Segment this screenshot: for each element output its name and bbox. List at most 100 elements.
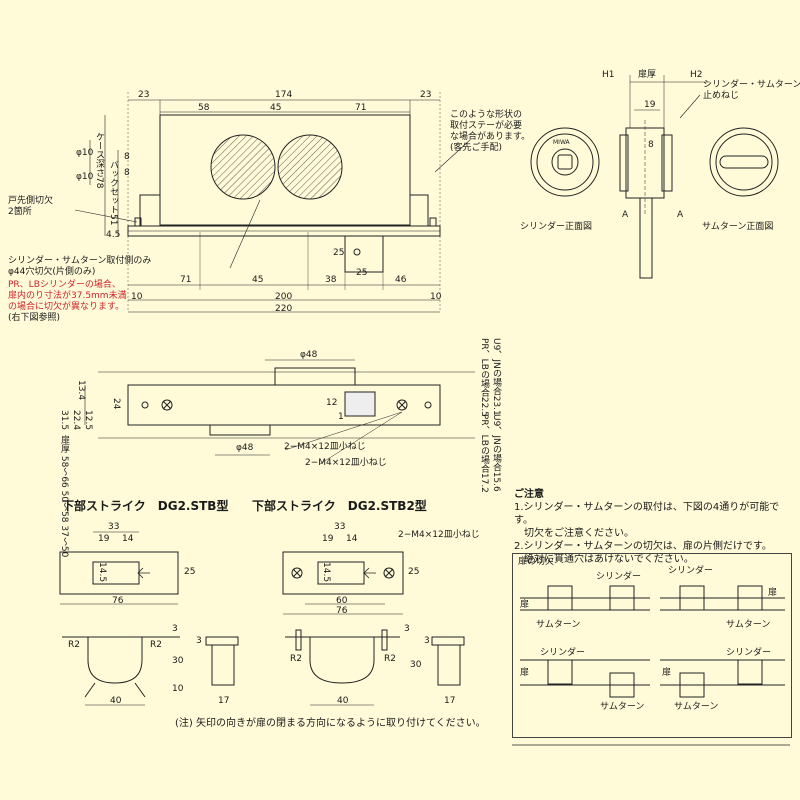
sec1-side-3: 3	[196, 636, 202, 646]
a-label-2: A	[677, 210, 684, 220]
dim-71: 71	[355, 103, 367, 113]
dim-71-bottom: 71	[180, 275, 192, 285]
sec2-side-3: 3	[424, 636, 430, 646]
sec1-side-17: 17	[218, 696, 230, 706]
right-dim-b-2: U9、JNの場合15.6	[491, 414, 501, 492]
box-door-3: 扉	[520, 668, 530, 678]
box-cyl-1: シリンダー	[596, 572, 642, 582]
box-thumb-1: サムターン	[536, 620, 581, 630]
cutout-diagrams	[520, 585, 785, 698]
dim-8-a: 8	[124, 152, 130, 162]
s1-dim-76: 76	[112, 596, 124, 606]
dim-10-right: 10	[430, 292, 442, 302]
caution-line-3: 2.シリンダー・サムターンの切欠は、扉の片側だけです。	[514, 541, 772, 552]
sec1-r2-left: R2	[68, 640, 80, 650]
sec1-dim-3: 3	[172, 624, 178, 634]
box-thumb-4: サムターン	[674, 702, 719, 712]
strike-stb-title: 下部ストライク DG2.STB型	[62, 499, 229, 513]
box-cyl-4: シリンダー	[726, 648, 772, 658]
s1-dim-14-5: 14.5	[97, 562, 107, 583]
strike-stb-plate	[59, 551, 179, 595]
screw-label-1: 2−M4×12皿小ねじ	[284, 442, 366, 452]
dim-13-4: 13.4	[76, 380, 86, 401]
sec1-r2-right: R2	[150, 640, 162, 650]
backset-label: バックセット51	[108, 160, 118, 226]
dim-220: 220	[275, 304, 293, 314]
dim-4-5: 4.5	[106, 230, 121, 240]
dim-58: 58	[198, 103, 210, 113]
phi48-bottom: φ48	[236, 443, 254, 453]
strike-note: (注) 矢印の向きが扉の閉まる方向になるように取り付けてください。	[175, 718, 486, 729]
stay-note-2: 取付ステーが必要	[450, 121, 523, 131]
dim-31-5: 31.5	[59, 410, 69, 431]
brand-mark: MIWA	[553, 139, 570, 146]
s2-dim-14-5: 14.5	[321, 562, 331, 583]
cylinder-hole-right	[277, 134, 343, 200]
cylinder-front-label: シリンダー正面図	[520, 222, 593, 232]
cutout-box	[512, 553, 792, 738]
cylinder-front-outer	[530, 127, 600, 197]
phi48-top: φ48	[300, 350, 318, 360]
right-dim-a-1: PR、LBの場合22.5	[479, 338, 489, 417]
door-edge-note-2: 2箇所	[8, 207, 32, 217]
box-door-4: 扉	[662, 668, 672, 678]
dim-25-horizontal: 25	[356, 268, 368, 278]
caution-line-1: 1.シリンダー・サムターンの取付は、下図の4通りが可能です。	[514, 502, 780, 526]
sec2-side-17: 17	[444, 696, 456, 706]
dim-46-bottom: 46	[395, 275, 407, 285]
strike-stb-section	[62, 636, 180, 684]
dim-1-mid: 1	[338, 412, 344, 422]
lock-case-outline	[159, 114, 411, 226]
h2-label: H2	[690, 70, 703, 80]
sec2-r2-left: R2	[290, 654, 302, 664]
box-thumb-2: サムターン	[726, 620, 771, 630]
dim-8-b: 8	[124, 168, 130, 178]
latch-face	[344, 391, 376, 417]
stay-note-4: (客先ご手配)	[450, 143, 503, 153]
dim-19-side: 19	[644, 100, 656, 110]
thumbturn-front-outer	[709, 127, 779, 197]
dim-23-left: 23	[138, 90, 150, 100]
dim-12-5: 12.5	[83, 410, 93, 431]
s2-dim-25: 25	[408, 567, 420, 577]
sec1-dim-10: 10	[172, 684, 184, 694]
dim-24: 24	[111, 398, 121, 410]
dim-38-bottom: 38	[325, 275, 337, 285]
strike-stb2-plate	[282, 551, 404, 595]
strike-stb2-section	[285, 636, 400, 684]
caution-line-2: 切欠をご注意ください。	[514, 528, 634, 539]
dim-phi10-a: φ10	[76, 148, 94, 158]
cyl-cut-note-2: φ44穴切欠(片側のみ)	[8, 267, 96, 277]
cylinder-hole-left	[210, 134, 276, 200]
box-cyl-2: シリンダー	[668, 566, 714, 576]
latch-bolt	[344, 235, 384, 273]
faceplate-front	[127, 384, 441, 426]
box-thumb-3: サムターン	[600, 702, 645, 712]
screw-note-1: シリンダー・サムターン	[703, 80, 800, 90]
door-thick-ranges: 扉厚 58～66 50～58 37～50	[59, 435, 69, 558]
right-dim-a-2: U9、JNの場合23.1	[491, 338, 501, 416]
cyl-cut-note-1: シリンダー・サムターン取付側のみ	[8, 256, 152, 266]
s1-dim-33: 33	[108, 522, 120, 532]
screw-label-2: 2−M4×12皿小ねじ	[305, 458, 387, 468]
box-cyl-3: シリンダー	[540, 648, 586, 658]
s1-dim-19: 19	[98, 534, 110, 544]
s2-dim-33: 33	[334, 522, 346, 532]
cutout-box-title: 扉の切欠	[518, 557, 555, 567]
red-note-3: の場合に切欠が異なります。	[8, 302, 125, 312]
strike-stb	[59, 531, 239, 706]
s2-dim-76: 76	[336, 606, 348, 616]
strike-stb2-title: 下部ストライク DG2.STB2型	[252, 499, 427, 513]
caution-notes: ご注意 1.シリンダー・サムターンの取付は、下図の4通りが可能です。 切欠をご注…	[514, 488, 794, 566]
red-note-1: PR、LBシリンダーの場合、	[8, 280, 121, 290]
s2-dim-19: 19	[322, 534, 334, 544]
dim-23-right: 23	[420, 90, 432, 100]
door-thickness-label: 扉厚	[638, 70, 657, 80]
s2-screw-label: 2−M4×12皿小ねじ	[398, 530, 480, 540]
sec1-dim-30: 30	[172, 656, 184, 666]
s1-dim-25: 25	[184, 567, 196, 577]
sec2-dim-3: 3	[404, 624, 410, 634]
stay-note-3: な場合があります。	[450, 132, 531, 142]
